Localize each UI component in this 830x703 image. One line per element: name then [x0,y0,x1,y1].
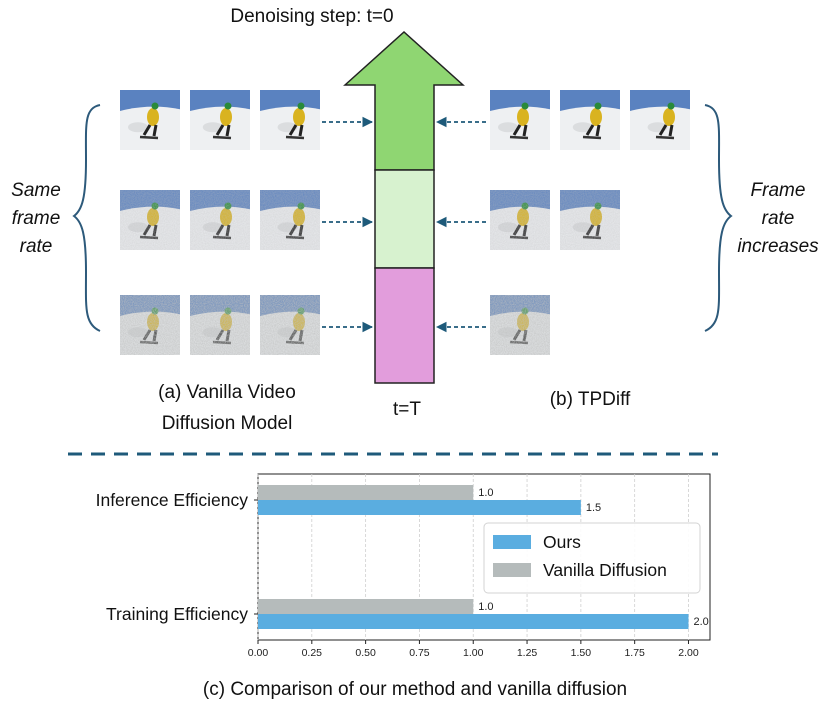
left-brace [72,104,101,332]
x-tick-label: 0.00 [248,647,269,659]
dashed-arrows [322,116,486,333]
x-tick-label: 1.75 [624,647,645,659]
right-frame-r1-c1 [490,90,550,150]
right-side-line-3: increases [737,236,819,257]
bar-vanilla-diffusion-2 [258,599,474,614]
left-frame-r1-c1 [120,90,180,150]
denoise-arrow [343,30,465,384]
efficiency-chart: 1.0 1.5 1.0 2.0 0.00 0.25 0.50 0.75 1.00 1.25 1.5… [96,473,711,659]
left-side-label: Same frame rate [11,180,61,257]
denoise-label: Denoising step: t=0 [230,6,393,27]
end-step-label: t=T [393,399,421,420]
category-label: Inference Efficiency [96,490,249,510]
left-frame-r1-c2 [190,90,250,150]
x-tick-label: 2.00 [678,647,699,659]
category-label: Training Efficiency [106,604,248,624]
right-frame-grid [490,90,690,355]
bar-vanilla-diffusion-1 [258,485,474,500]
left-frame-r3-c2 [190,295,250,355]
left-frame-grid [120,90,320,355]
bar-data-label: 2.0 [693,616,708,628]
right-side-label: Frame rate increases [737,180,819,257]
right-side-line-1: Frame [751,180,806,201]
right-frame-r2-c1 [490,190,550,250]
left-frame-r2-c3 [260,190,320,250]
x-tick-label: 0.50 [355,647,376,659]
x-tick-label: 1.00 [463,647,484,659]
legend-box [483,522,701,594]
arrow-segment-mid [374,169,435,269]
left-frame-r3-c1 [120,295,180,355]
arrow-head [343,30,465,171]
right-frame-r1-c2 [560,90,620,150]
left-side-line-3: rate [20,236,53,257]
right-frame-r3-c1 [490,295,550,355]
left-caption-line-2: Diffusion Model [162,413,293,434]
bar-data-label: 1.0 [478,601,493,613]
bar-ours-1 [258,500,581,515]
bar-data-label: 1.5 [586,502,601,514]
legend-label-2: Vanilla Diffusion [543,560,667,580]
x-tick-label: 1.25 [517,647,538,659]
legend-swatch-1 [493,535,531,549]
arrow-segment-bottom [374,267,435,384]
right-frame-r1-c3 [630,90,690,150]
left-frame-r1-c3 [260,90,320,150]
left-caption-line-1: (a) Vanilla Video [158,382,296,403]
x-tick-label: 0.75 [409,647,430,659]
bar-data-label: 1.0 [478,487,493,499]
bar-ours-2 [258,614,689,629]
chart-x-ticks: 0.00 0.25 0.50 0.75 1.00 1.25 1.50 1.75 2.00 [248,640,699,659]
left-frame-r2-c2 [190,190,250,250]
chart-caption: (c) Comparison of our method and vanilla… [203,679,627,700]
right-caption: (b) TPDiff [550,389,631,410]
right-side-line-2: rate [762,208,795,229]
x-tick-label: 1.50 [571,647,592,659]
legend-swatch-2 [493,563,531,577]
legend-label-1: Ours [543,532,581,552]
left-frame-r3-c3 [260,295,320,355]
x-tick-label: 0.25 [302,647,323,659]
chart-bars: 1.0 1.5 1.0 2.0 [258,485,709,629]
left-side-line-2: frame [12,208,61,229]
left-frame-r2-c1 [120,190,180,250]
left-side-line-1: Same [11,180,61,201]
right-brace [704,104,733,332]
right-frame-r2-c2 [560,190,620,250]
